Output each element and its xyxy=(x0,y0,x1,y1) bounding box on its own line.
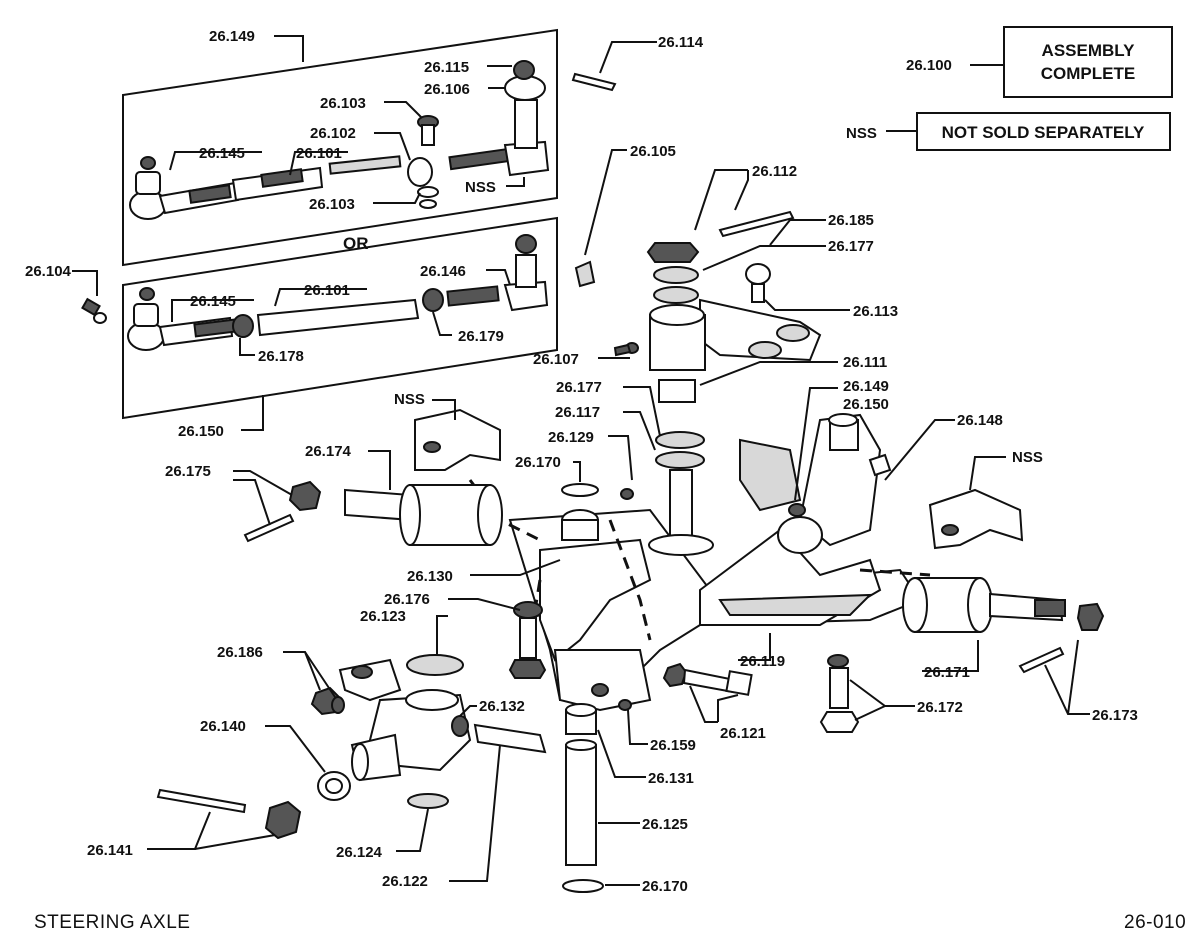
label-26-150-mid: 26.150 xyxy=(843,396,889,413)
label-26-125: 26.125 xyxy=(642,816,688,833)
assembly-text-line1: ASSEMBLY xyxy=(1042,41,1136,60)
assembly-complete-box xyxy=(1003,26,1173,98)
label-26-174: 26.174 xyxy=(305,443,352,460)
king-pin-stack-center xyxy=(561,431,714,556)
label-26-145-b: 26.145 xyxy=(190,293,236,310)
label-26-111: 26.111 xyxy=(843,354,887,371)
label-26-103-b: 26.103 xyxy=(309,196,355,213)
label-26-150-left: 26.150 xyxy=(178,423,224,440)
label-nss-clamp-right: NSS xyxy=(1012,449,1043,466)
bushing-26-131 xyxy=(565,703,597,735)
label-26-159: 26.159 xyxy=(650,737,696,754)
label-26-123: 26.123 xyxy=(360,608,406,625)
steering-knuckle-right xyxy=(739,413,892,554)
label-26-131: 26.131 xyxy=(648,770,694,787)
label-26-146: 26.146 xyxy=(420,263,466,280)
bushing-left-26-174 xyxy=(243,480,503,546)
label-26-170-a: 26.170 xyxy=(515,454,561,471)
castle-nut-26-141 xyxy=(156,788,302,840)
label-26-178: 26.178 xyxy=(258,348,304,365)
assembly-text-line2: COMPLETE xyxy=(1041,64,1135,83)
page-code: 26-010 xyxy=(1124,912,1186,933)
label-nss-tierod: NSS xyxy=(465,179,496,196)
label-26-170-b: 26.170 xyxy=(642,878,688,895)
leader-lines xyxy=(72,35,1090,886)
seal-26-170-lower xyxy=(562,879,604,893)
label-26-145-a: 26.145 xyxy=(199,145,245,162)
tie-rod-assembly-upper xyxy=(129,60,550,220)
spindle-knuckle-center xyxy=(539,509,652,712)
label-26-117: 26.117 xyxy=(555,404,600,421)
tie-rod-panel-lower xyxy=(122,216,558,420)
label-26-140: 26.140 xyxy=(200,718,246,735)
grease-fitting-26-104 xyxy=(81,297,107,324)
tie-rod-assembly-lower xyxy=(127,234,596,351)
footer-title: STEERING AXLE xyxy=(34,912,190,933)
part-labels: 26.149 26.114 26.115 26.106 26.103 26.10… xyxy=(25,28,1138,895)
label-26-129: 26.129 xyxy=(548,429,594,446)
label-26-179: 26.179 xyxy=(458,328,504,345)
label-26-176: 26.176 xyxy=(384,591,430,608)
not-sold-separately-box xyxy=(916,112,1171,151)
label-26-173: 26.173 xyxy=(1092,707,1138,724)
label-26-186: 26.186 xyxy=(217,644,263,661)
label-26-113: 26.113 xyxy=(853,303,898,320)
label-26-115: 26.115 xyxy=(424,59,469,76)
label-26-107: 26.107 xyxy=(533,351,579,368)
cotter-pin-26-114 xyxy=(571,72,617,92)
fitting-26-159 xyxy=(618,699,632,711)
bolt-26-172 xyxy=(819,654,860,733)
label-26-177-b: 26.177 xyxy=(556,379,602,396)
label-26-185: 26.185 xyxy=(828,212,874,229)
label-26-149-mid: 26.149 xyxy=(843,378,889,395)
king-pin-26-125 xyxy=(565,739,597,866)
steering-knuckle-left xyxy=(310,658,547,782)
washer-26-124 xyxy=(407,793,449,809)
label-26-149-top: 26.149 xyxy=(209,28,255,45)
or-label: OR xyxy=(343,234,369,253)
assembly-code-label: 26.100 xyxy=(906,57,952,74)
label-26-102: 26.102 xyxy=(310,125,356,142)
label-26-132: 26.132 xyxy=(479,698,525,715)
washer-26-123 xyxy=(406,654,464,676)
label-26-171: 26.171 xyxy=(924,664,970,681)
label-26-175: 26.175 xyxy=(165,463,211,480)
label-26-101-b: 26.101 xyxy=(304,282,350,299)
clamp-cap-left xyxy=(414,408,501,471)
label-26-106: 26.106 xyxy=(424,81,470,98)
bushing-right-26-171 xyxy=(902,577,1105,633)
nss-code-label: NSS xyxy=(846,125,877,142)
label-26-103-a: 26.103 xyxy=(320,95,366,112)
label-26-114: 26.114 xyxy=(658,34,704,51)
label-26-122: 26.122 xyxy=(382,873,428,890)
bolt-26-176 xyxy=(508,601,547,679)
nss-text: NOT SOLD SEPARATELY xyxy=(942,123,1145,142)
label-26-177-a: 26.177 xyxy=(828,238,874,255)
label-26-148: 26.148 xyxy=(957,412,1003,429)
label-26-130: 26.130 xyxy=(407,568,453,585)
tie-rod-panel-upper xyxy=(122,28,558,267)
label-26-141: 26.141 xyxy=(87,842,133,859)
label-26-105: 26.105 xyxy=(630,143,676,160)
label-26-119: 26.119 xyxy=(740,653,785,670)
label-nss-clamp-left: NSS xyxy=(394,391,425,408)
label-26-124: 26.124 xyxy=(336,844,383,861)
label-26-101-a: 26.101 xyxy=(296,145,342,162)
washer-26-140 xyxy=(317,771,351,801)
cotter-pin-26-173 xyxy=(1018,646,1065,674)
bolt-26-121 xyxy=(662,662,753,696)
label-26-121: 26.121 xyxy=(720,725,766,742)
label-26-112: 26.112 xyxy=(752,163,797,180)
label-26-104: 26.104 xyxy=(25,263,72,280)
clamp-cap-right xyxy=(928,488,1024,550)
label-26-172: 26.172 xyxy=(917,699,963,716)
steering-arm-assembly xyxy=(613,210,822,403)
